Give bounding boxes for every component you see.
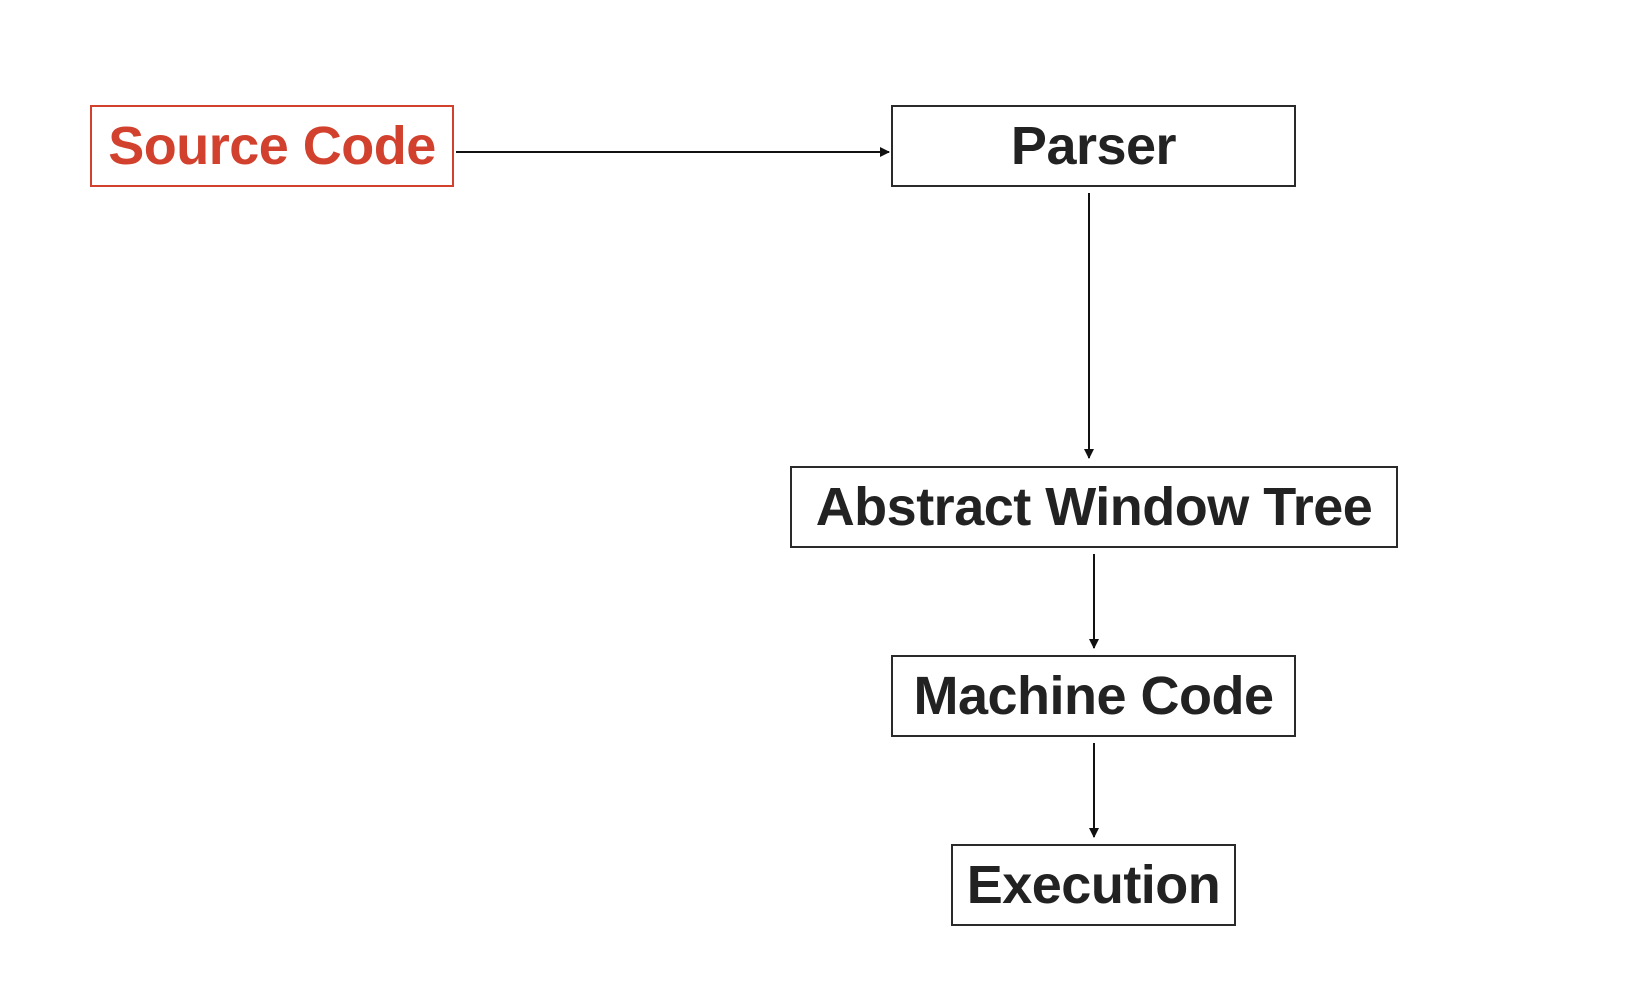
node-machine-code: Machine Code — [891, 655, 1296, 737]
node-execution: Execution — [951, 844, 1236, 926]
node-abstract-window-tree: Abstract Window Tree — [790, 466, 1398, 548]
node-source-code: Source Code — [90, 105, 454, 187]
node-parser: Parser — [891, 105, 1296, 187]
